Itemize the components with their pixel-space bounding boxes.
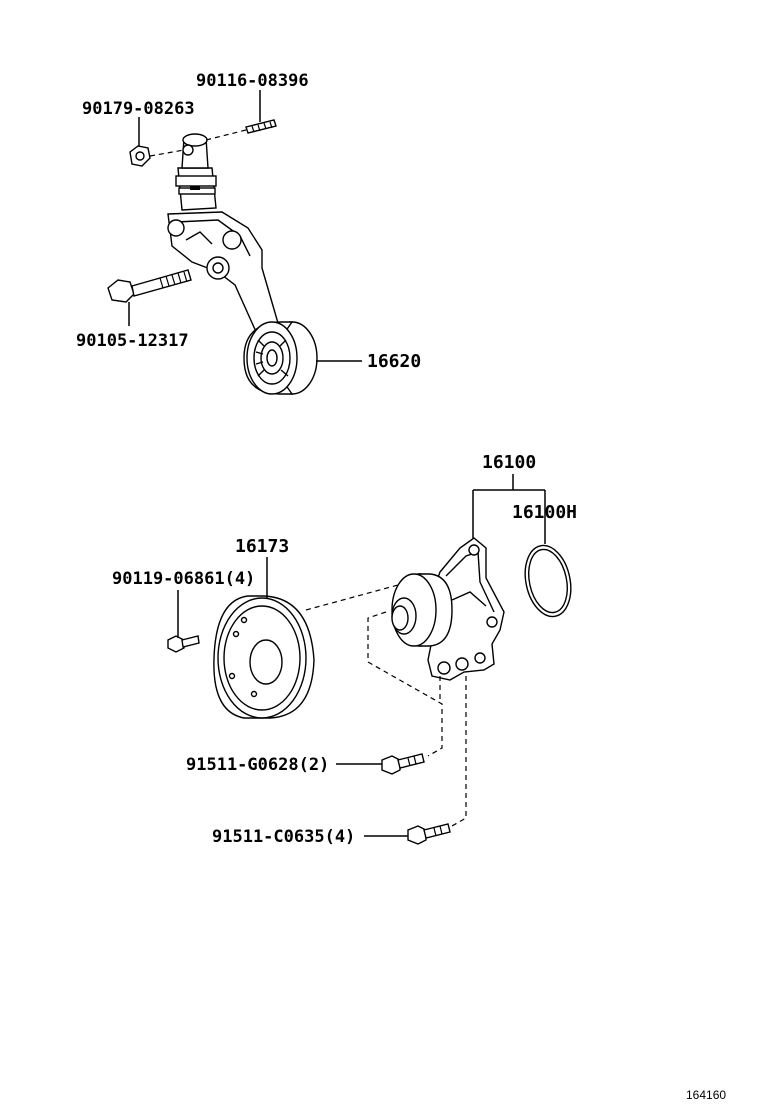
bolt-91511-G0628 <box>381 753 425 775</box>
gasket-16100H <box>524 544 572 618</box>
label-16100: 16100 <box>482 452 536 473</box>
leader-16100-bracket <box>472 474 546 544</box>
tensioner-assembly <box>167 133 293 351</box>
label-90179-08263: 90179-08263 <box>82 99 195 119</box>
stud-90116 <box>245 119 277 134</box>
label-91511-G0628: 91511-G0628(2) <box>186 755 329 775</box>
align-line-pulley <box>305 584 399 611</box>
label-90105-12317: 90105-12317 <box>76 331 189 351</box>
label-90116-08396: 90116-08396 <box>196 71 309 91</box>
diagram-reference-number: 164160 <box>686 1088 726 1102</box>
idler-pulley-16620 <box>243 321 318 395</box>
bolt-90119 <box>167 635 200 653</box>
bolt-90105 <box>107 269 192 303</box>
nut-90179 <box>129 145 151 167</box>
label-91511-C0635: 91511-C0635(4) <box>212 827 355 847</box>
label-90119-06861: 90119-06861(4) <box>112 569 255 589</box>
water-pump-16100 <box>391 537 505 681</box>
pump-pulley-16173 <box>213 595 315 719</box>
label-16620: 16620 <box>367 351 421 372</box>
bolt-91511-C0635 <box>407 823 451 845</box>
align-line-c0635 <box>451 676 467 827</box>
label-16100H: 16100H <box>512 502 577 523</box>
label-16173: 16173 <box>235 536 289 557</box>
